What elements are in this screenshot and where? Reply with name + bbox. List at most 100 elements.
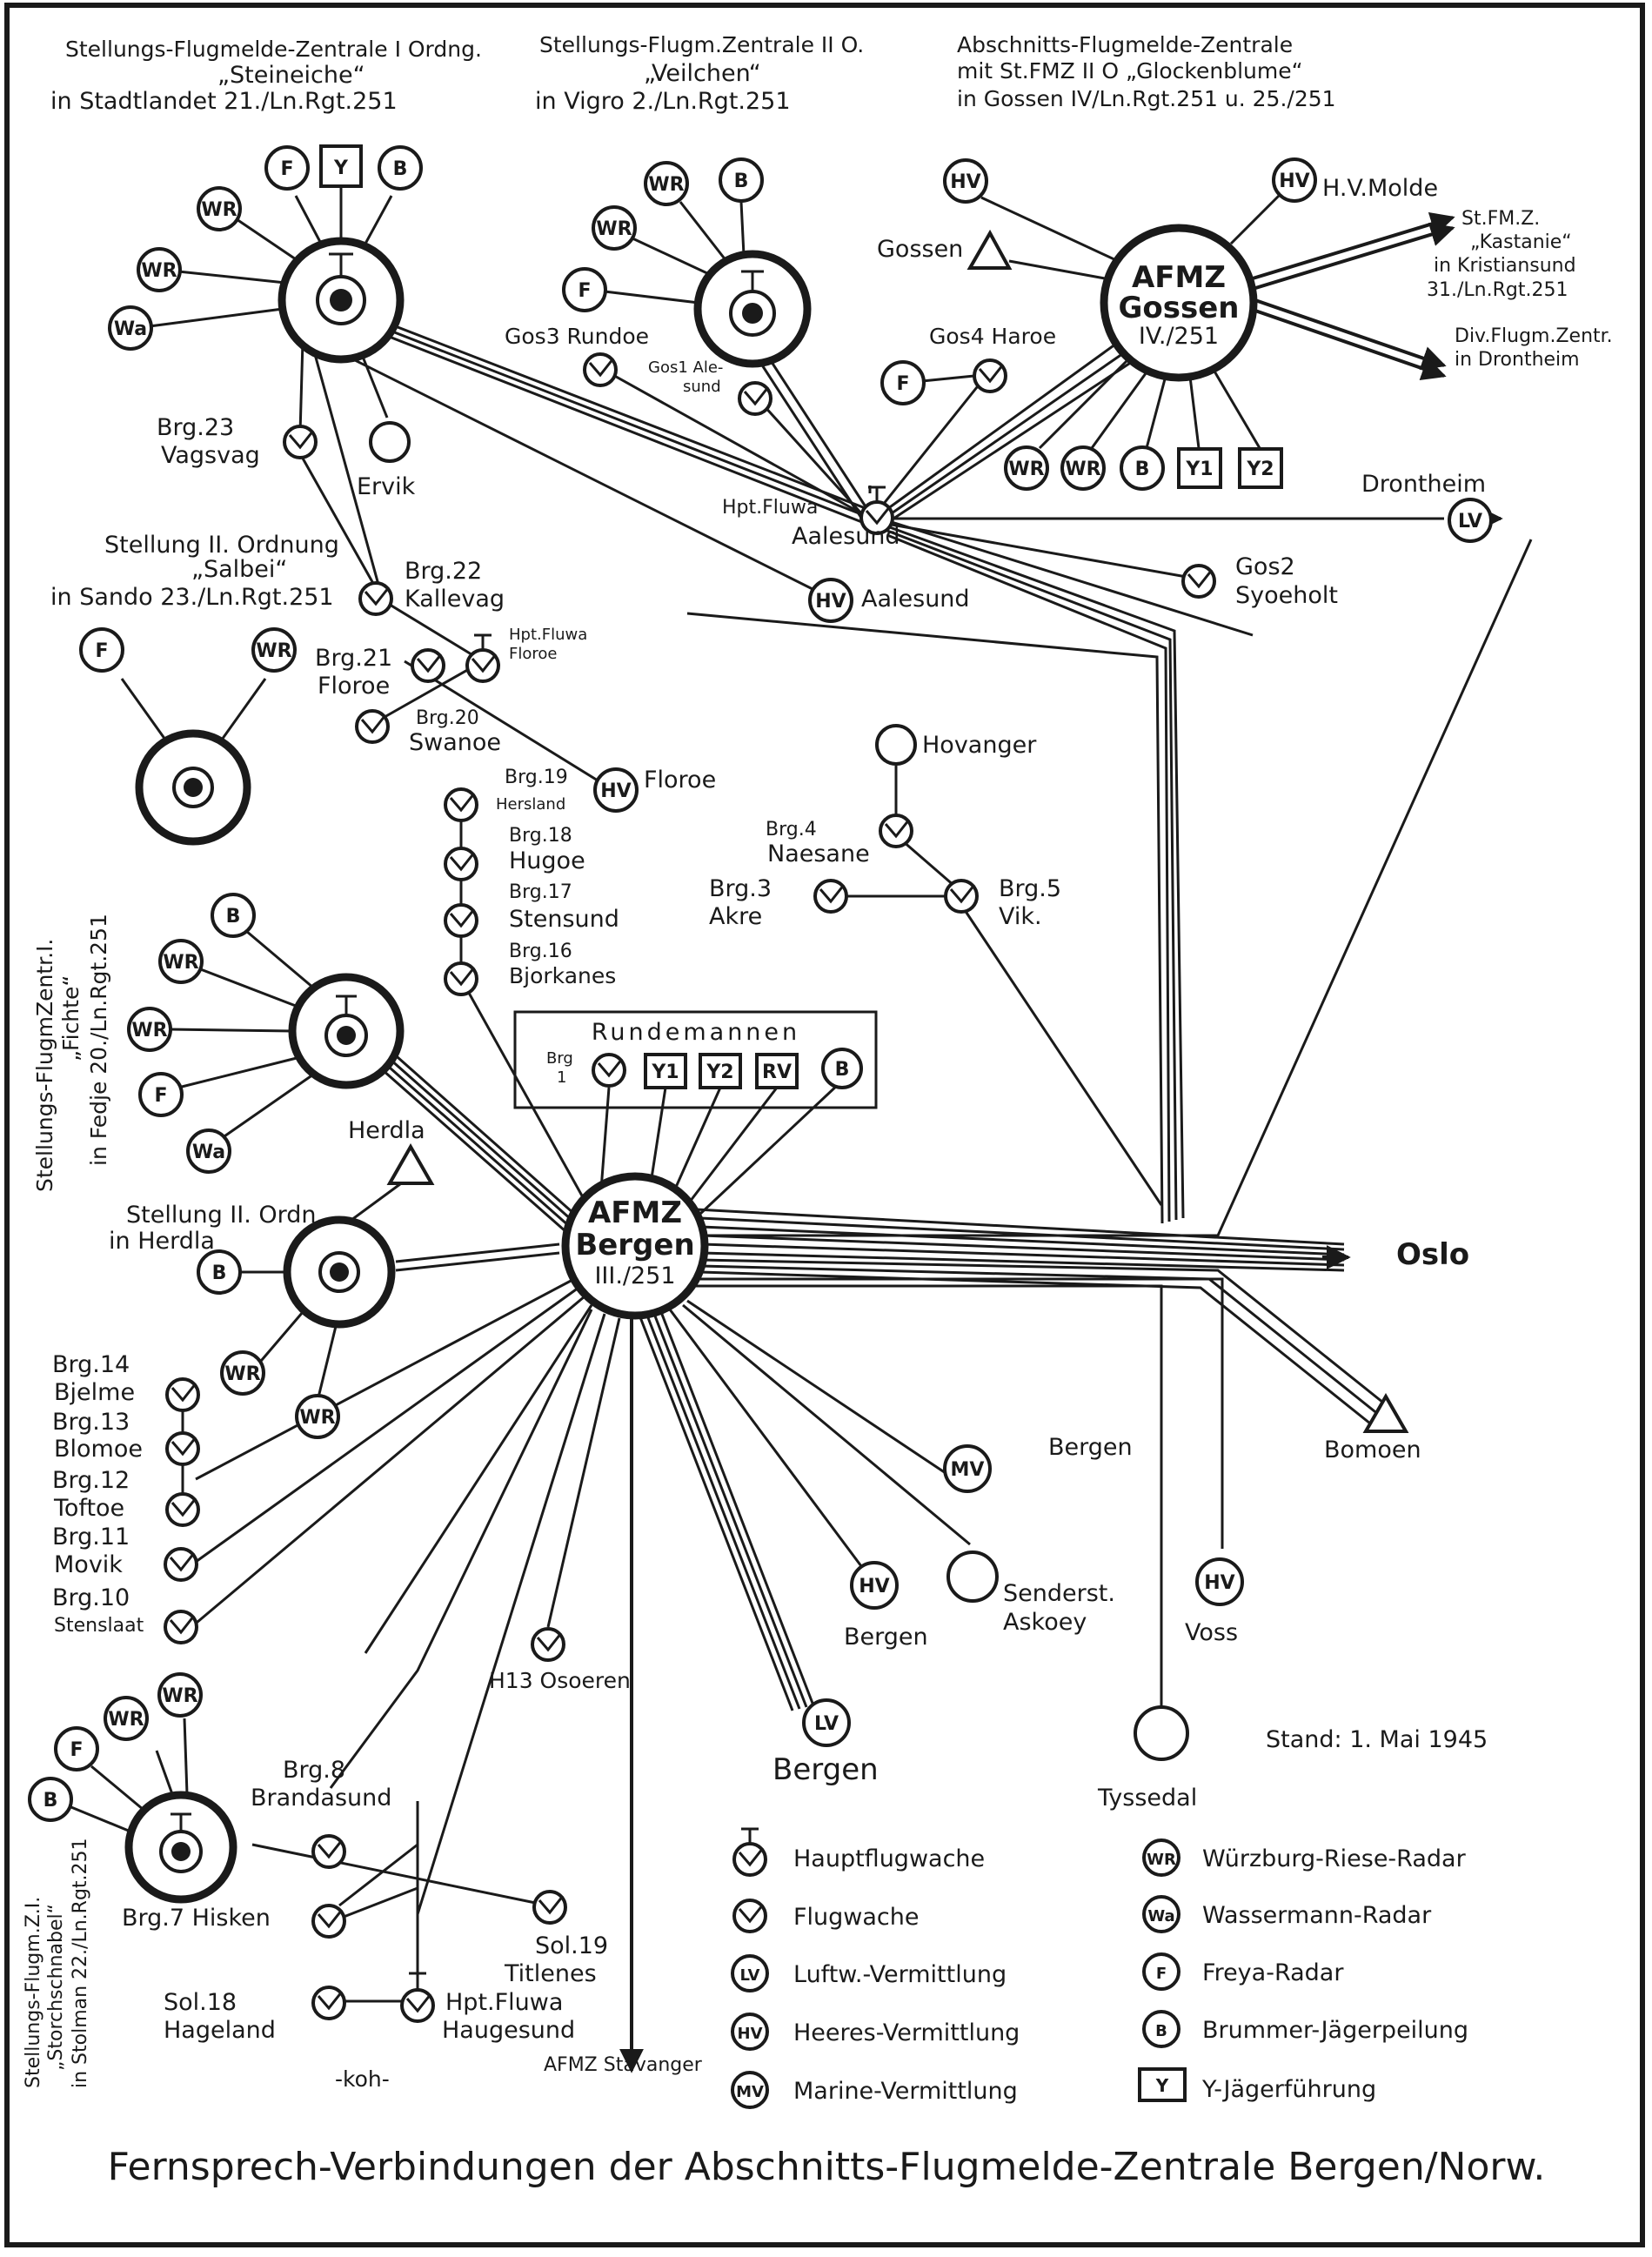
svg-text:in Herdla: in Herdla <box>109 1228 215 1255</box>
svg-text:Brg.19: Brg.19 <box>505 767 568 788</box>
flugwache-brg4 <box>879 814 913 848</box>
svg-text:Brg.23: Brg.23 <box>157 414 234 441</box>
symbol-wr: WR <box>158 939 301 1009</box>
flugwache-brg1 <box>592 1053 626 1088</box>
flugwache-sol19 <box>532 1890 567 1925</box>
svg-text:Senderst.: Senderst. <box>1003 1580 1115 1607</box>
svg-text:Stellungs-Flugm.Zentrale II O.: Stellungs-Flugm.Zentrale II O. <box>539 32 864 57</box>
symbol-wa: Wa <box>108 305 284 351</box>
hauptflugwache-aalesund <box>859 486 894 535</box>
svg-text:Movik: Movik <box>54 1551 123 1578</box>
label-brg7: Brg.7 Hisken <box>122 1905 271 1932</box>
symbol-f: F <box>54 1726 144 1812</box>
symbol-wr: WR <box>157 1672 203 1795</box>
svg-text:Hugoe: Hugoe <box>509 847 585 874</box>
symbol-f: F <box>264 145 322 243</box>
svg-text:WR: WR <box>648 174 684 196</box>
label-senderst: Senderst.Askoey <box>1003 1580 1115 1636</box>
svg-text:B: B <box>734 171 749 192</box>
flugwache-brg20 <box>355 709 390 744</box>
symbol-b: B <box>28 1777 131 1833</box>
label-h13: H13 Osoeren <box>489 1668 631 1693</box>
svg-text:B: B <box>393 158 408 180</box>
label-ervik: Ervik <box>357 473 416 500</box>
herdla-triangle <box>386 1142 435 1185</box>
svg-text:Stellungs-FlugmZentr.I.: Stellungs-FlugmZentr.I. <box>32 939 57 1192</box>
flugwache-brg18 <box>444 847 478 881</box>
label-floroe: Floroe <box>644 767 716 794</box>
symbol-hv: HV <box>850 1561 899 1610</box>
label-gossen: Gossen <box>877 236 963 263</box>
svg-text:WR: WR <box>108 1709 144 1731</box>
svg-text:B: B <box>212 1262 227 1284</box>
symbol-rv: RV <box>755 1053 799 1089</box>
flugwache-brg19 <box>444 787 478 822</box>
svg-text:F: F <box>154 1085 167 1107</box>
symbol-hv: HV <box>808 578 853 623</box>
flugwache-brg22 <box>358 581 393 616</box>
label-hovanger: Hovanger <box>922 732 1037 759</box>
svg-text:F: F <box>70 1739 83 1761</box>
svg-text:„Storchschnabel“: „Storchschnabel“ <box>45 1904 67 2071</box>
flugwache-brg8 <box>311 1834 346 1869</box>
header-salbei: Stellung II. Ordnung „Salbei“ in Sando 2… <box>50 532 339 611</box>
svg-text:Naesane: Naesane <box>767 841 870 867</box>
label-gos1: Gos1 Ale-sund <box>648 358 723 396</box>
svg-text:Bjelme: Bjelme <box>54 1379 135 1406</box>
symbol-wr: WR <box>104 1696 174 1795</box>
svg-text:„Salbei“: „Salbei“ <box>191 556 287 583</box>
symbol-mv: MV <box>943 1444 992 1493</box>
header-fichte: Stellungs-FlugmZentr.I. „Fichte“ in Fedj… <box>32 914 111 1192</box>
flugwache-brg14 <box>165 1377 200 1412</box>
svg-text:Flugwache: Flugwache <box>793 1904 919 1931</box>
svg-text:Haugesund: Haugesund <box>442 2017 575 2044</box>
svg-text:Gos2: Gos2 <box>1235 553 1295 580</box>
station-storchschnabel <box>124 1791 237 1904</box>
svg-text:B: B <box>43 1790 58 1812</box>
label-lv-bergen: Bergen <box>772 1752 879 1787</box>
symbol-lv: LV <box>1448 498 1493 543</box>
svg-text:Brg.13: Brg.13 <box>52 1409 130 1436</box>
svg-text:Gos1 Ale-: Gos1 Ale- <box>648 358 723 377</box>
symbol-b: B <box>364 145 423 244</box>
svg-text:in Stolman 22./Ln.Rgt.251: in Stolman 22./Ln.Rgt.251 <box>70 1838 91 2088</box>
symbol-b: B <box>1120 375 1167 491</box>
svg-text:F: F <box>578 280 591 302</box>
flugwache-brg3 <box>813 879 848 914</box>
svg-text:Bergen: Bergen <box>575 1228 694 1262</box>
symbol-wr: WR <box>592 205 710 276</box>
svg-text:sund: sund <box>683 378 721 396</box>
svg-text:Brg.12: Brg.12 <box>52 1467 130 1494</box>
label-hv-bergen: Bergen <box>844 1624 928 1651</box>
svg-text:Brg.3: Brg.3 <box>709 875 772 902</box>
svg-text:Stellung II. Ordn.: Stellung II. Ordn. <box>126 1202 324 1229</box>
svg-text:Brg.4: Brg.4 <box>766 819 817 841</box>
symbol-hv: HV <box>1229 157 1317 245</box>
label-stavanger: AFMZ Stavanger <box>544 2054 703 2076</box>
label-stand: Stand: 1. Mai 1945 <box>1266 1726 1488 1753</box>
svg-text:WR: WR <box>1147 1851 1176 1869</box>
svg-text:WR: WR <box>162 1685 197 1707</box>
symbol-wr: WR <box>251 627 297 673</box>
station-herdla <box>283 1216 396 1329</box>
svg-text:in Kristiansund: in Kristiansund <box>1434 255 1576 277</box>
svg-text:Gossen: Gossen <box>1118 291 1239 325</box>
header-veilchen: Stellungs-Flugm.Zentrale II O. „Veilchen… <box>535 32 864 115</box>
